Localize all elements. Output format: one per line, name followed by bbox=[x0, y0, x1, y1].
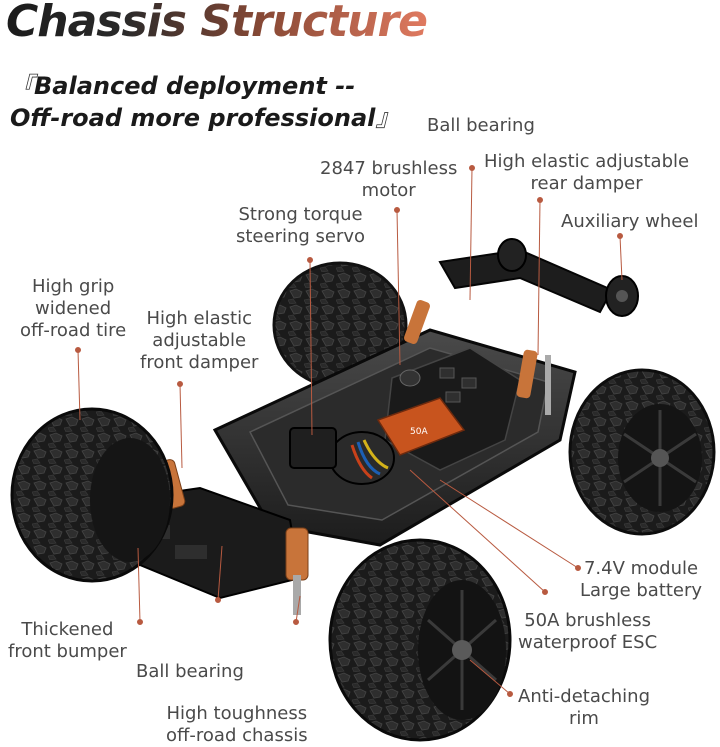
label-text: Ball bearing bbox=[136, 661, 244, 682]
motor bbox=[329, 431, 395, 485]
pointer-lines bbox=[75, 165, 623, 697]
bracket-close: 』 bbox=[375, 104, 400, 132]
label-text: off-road chassis bbox=[166, 725, 308, 746]
label-text: 7.4V module bbox=[583, 558, 699, 579]
subtitle-text-1: Balanced deployment -- bbox=[34, 72, 356, 100]
label-text: rim bbox=[569, 708, 599, 729]
label-text: waterproof ESC bbox=[518, 632, 658, 653]
label-text: 50A brushless bbox=[524, 610, 651, 631]
label-text: off-road tire bbox=[20, 320, 127, 341]
label-rear-damper: High elastic adjustable rear damper bbox=[484, 151, 689, 195]
subtitle: 『Balanced deployment -- Off-road more pr… bbox=[10, 70, 399, 134]
steering-servo bbox=[289, 427, 337, 469]
label-text: High toughness bbox=[166, 703, 308, 724]
label-off-road-chassis: High toughness off-road chassis bbox=[166, 703, 308, 747]
label-text: rear damper bbox=[530, 173, 643, 194]
label-text: Large battery bbox=[580, 580, 703, 601]
label-text: motor bbox=[361, 180, 416, 201]
auxiliary-wheel-bar bbox=[438, 238, 639, 317]
label-rim: Anti-detaching rim bbox=[518, 686, 650, 730]
label-text: High grip bbox=[31, 276, 115, 297]
label-text: adjustable bbox=[152, 330, 247, 351]
front-right-tire bbox=[328, 538, 512, 742]
subtitle-text-2: Off-road more professional bbox=[10, 104, 376, 132]
subtitle-line-2: Off-road more professional』 bbox=[10, 102, 399, 134]
label-text: widened bbox=[35, 298, 112, 319]
label-text: front damper bbox=[140, 352, 259, 373]
label-text: Ball bearing bbox=[427, 115, 535, 136]
label-brushless-motor: 2847 brushless motor bbox=[320, 158, 457, 202]
page-title: Chassis Structure bbox=[6, 0, 428, 47]
bracket-open: 『 bbox=[10, 72, 34, 100]
label-text: High elastic bbox=[146, 308, 252, 329]
subtitle-line-1: 『Balanced deployment -- bbox=[10, 70, 399, 102]
label-text: Thickened bbox=[21, 619, 114, 640]
label-ball-bearing-bottom: Ball bearing bbox=[136, 661, 244, 683]
label-auxiliary-wheel: Auxiliary wheel bbox=[561, 211, 698, 233]
label-esc: 50A brushless waterproof ESC bbox=[518, 610, 657, 654]
rear-dampers bbox=[404, 300, 551, 415]
label-front-damper: High elastic adjustable front damper bbox=[140, 308, 258, 374]
label-text: Anti-detaching bbox=[518, 686, 651, 707]
rear-right-tire bbox=[568, 368, 716, 536]
label-front-bumper: Thickened front bumper bbox=[8, 619, 127, 663]
front-left-tire bbox=[10, 407, 174, 583]
label-battery: 7.4V module Large battery bbox=[580, 558, 702, 602]
label-text: front bumper bbox=[8, 641, 127, 662]
label-text: Strong torque bbox=[238, 204, 363, 225]
label-ball-bearing-top: Ball bearing bbox=[427, 115, 535, 137]
label-text: steering servo bbox=[236, 226, 366, 247]
label-text: 2847 brushless bbox=[320, 158, 458, 179]
esc-unit: 50A bbox=[376, 397, 466, 456]
label-off-road-tire: High grip widened off-road tire bbox=[20, 276, 126, 342]
label-text: Auxiliary wheel bbox=[561, 211, 699, 232]
label-text: High elastic adjustable bbox=[484, 151, 690, 172]
esc-label-text: 50A bbox=[410, 427, 428, 437]
label-steering-servo: Strong torque steering servo bbox=[236, 204, 365, 248]
